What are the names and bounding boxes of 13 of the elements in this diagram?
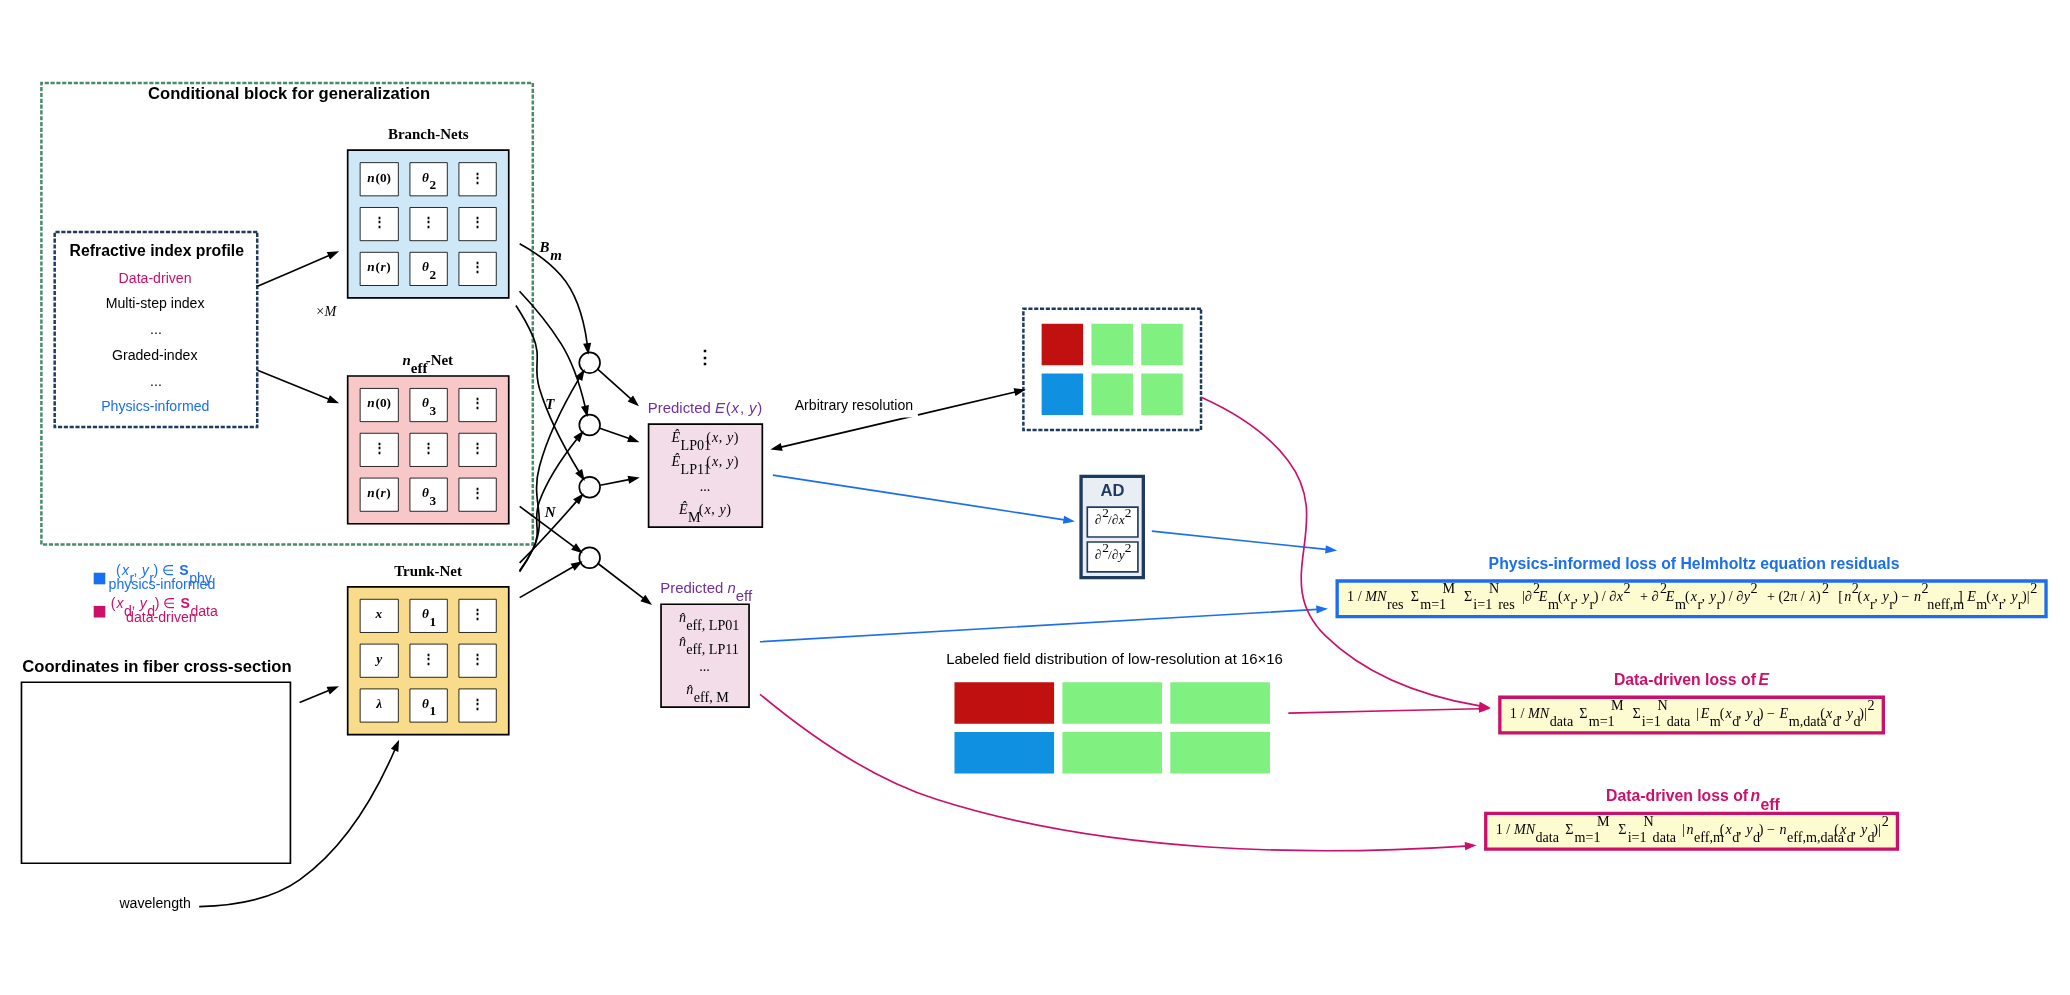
node-label: Physics-informed loss of Helmholtz equation residuals xyxy=(1488,554,1900,572)
edge-label: N xyxy=(544,503,556,520)
node-label: ×M xyxy=(316,302,337,319)
label: ⋮ xyxy=(695,346,714,367)
node-label: Labeled field distribution of low-resolution at 16×16 xyxy=(946,649,1283,667)
node-label: Branch-Nets xyxy=(387,125,469,142)
node-label: Trunk-Net xyxy=(394,562,462,579)
node-text: wavelength xyxy=(119,894,191,911)
edge-label: T xyxy=(545,395,555,412)
node-label: Data-driven loss of E xyxy=(1613,670,1769,688)
edge-label: Arbitrary resolution xyxy=(794,396,914,413)
node-label: Coordinates in fiber cross-section xyxy=(22,656,292,676)
node-label: Predicted E(x, y) xyxy=(647,398,763,416)
